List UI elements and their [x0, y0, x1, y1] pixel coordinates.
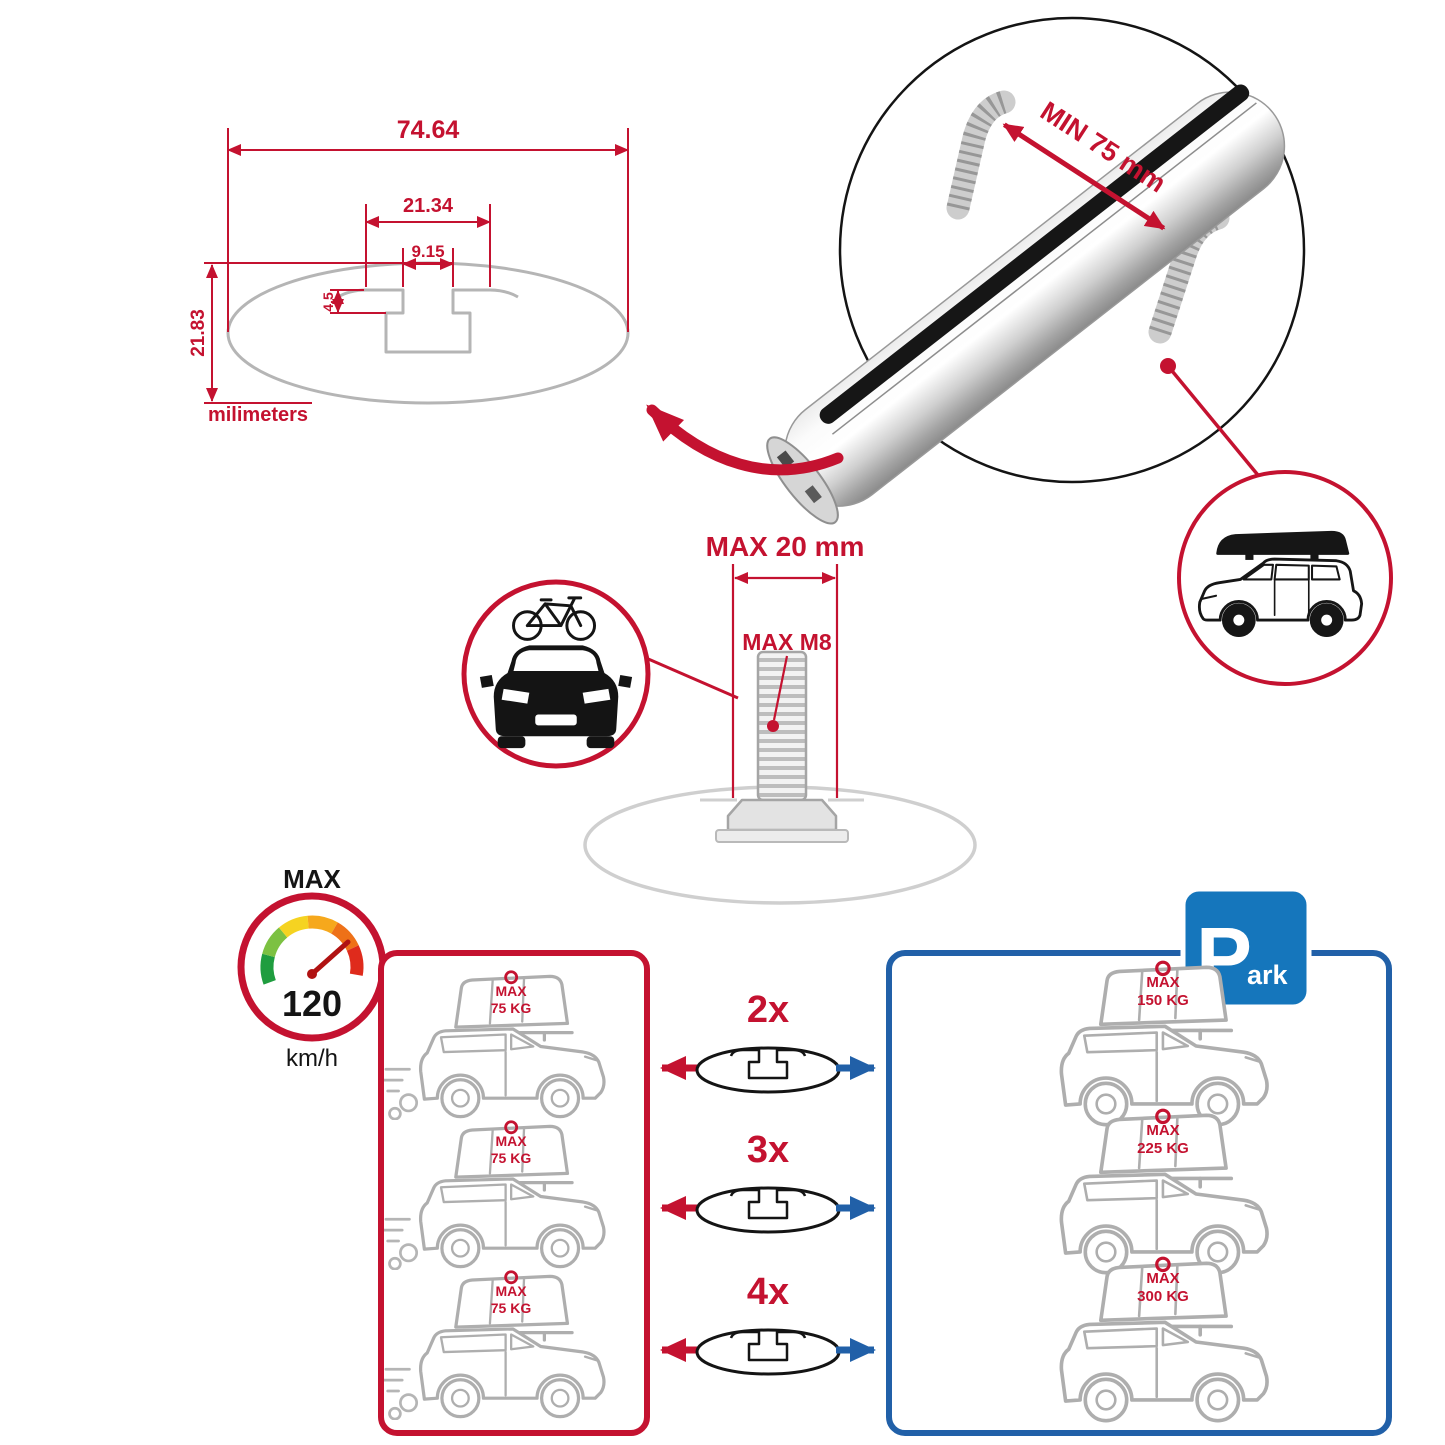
multiplier-row: 2x — [660, 989, 876, 1094]
cargo-max-label: MAX — [1146, 1122, 1179, 1139]
speed-max-label: MAX — [283, 864, 341, 894]
crossbar-profile-icon — [695, 1046, 841, 1094]
max-thread-label: MAX M8 — [742, 629, 832, 655]
cargo-weight: 75 KG — [491, 1000, 532, 1016]
cargo-weight: 75 KG — [491, 1300, 532, 1316]
cargo-max-label: MAX — [495, 1133, 527, 1149]
bar-render-section: MIN 75 mm — [646, 16, 1393, 686]
speed-unit: km/h — [286, 1045, 338, 1072]
crossbar-profile-icon — [695, 1328, 841, 1376]
dim-plateau-width: 21.34 — [403, 195, 454, 217]
gauge-needle-hub — [307, 969, 317, 979]
driving-car-row: MAX 75 KG — [384, 1270, 606, 1420]
curved-arrow-icon — [646, 404, 844, 476]
thread-leader-line — [772, 655, 789, 721]
parking-sign-suffix: ark — [1247, 960, 1289, 990]
crossbar-profile-ellipse — [226, 261, 630, 405]
crossbar-profile-icon — [695, 1186, 841, 1234]
bolt-detail-section: MAX 20 mm MAX M8 — [461, 531, 977, 905]
multiplier-label: 3x — [747, 1129, 789, 1171]
crossbar-tslot-profile — [337, 288, 519, 354]
cargo-weight: 300 KG — [1137, 1288, 1189, 1305]
speed-value: 120 — [282, 983, 342, 1024]
bike-circle-leader — [645, 656, 739, 700]
parked-car-row: MAX 150 KG — [1059, 960, 1269, 1127]
gauge-needle — [309, 939, 351, 977]
cargo-max-label: MAX — [1146, 974, 1179, 991]
cargo-max-label: MAX — [495, 983, 527, 999]
parked-car-row: MAX 225 KG — [1059, 1108, 1269, 1275]
dim-total-height: 21.83 — [188, 309, 209, 357]
dimension-lines — [204, 128, 629, 404]
dim-lip-height: 4.5 — [320, 292, 336, 312]
driving-car-row: MAX 75 KG — [384, 970, 606, 1120]
thread-callout-dot — [767, 720, 779, 732]
cargo-max-label: MAX — [495, 1283, 527, 1299]
multiplier-label: 2x — [747, 989, 789, 1031]
max-length-label: MAX 20 mm — [706, 531, 865, 562]
profile-dimension-diagram: 74.64 21.34 9.15 4.5 21.83 milimeters — [188, 116, 630, 426]
dim-units-label: milimeters — [208, 404, 308, 426]
gauge-arc-segments — [260, 915, 364, 985]
multiplier-label: 4x — [747, 1271, 789, 1313]
parked-car-row: MAX 300 KG — [1059, 1256, 1269, 1423]
cargo-max-label: MAX — [1146, 1270, 1179, 1287]
suv-with-roofbox-icon — [1197, 530, 1364, 637]
cargo-weight: 75 KG — [491, 1150, 532, 1166]
callout-leader-line — [1166, 364, 1264, 482]
multiplier-row: 3x — [660, 1129, 876, 1234]
speed-limit-gauge: MAX 120 km/h — [237, 864, 387, 1072]
driving-car-row: MAX 75 KG — [384, 1120, 606, 1270]
dim-slot-width: 9.15 — [411, 242, 444, 261]
dim-total-width: 74.64 — [397, 116, 460, 144]
multiplier-row: 4x — [660, 1271, 876, 1376]
cargo-weight: 225 KG — [1137, 1140, 1189, 1157]
threaded-rod-icon — [946, 90, 1016, 220]
mounting-bolt-icon — [715, 650, 849, 843]
max-length-extension-lines — [731, 564, 839, 798]
magnifier-circle — [838, 16, 1306, 484]
cargo-weight: 150 KG — [1137, 992, 1189, 1009]
